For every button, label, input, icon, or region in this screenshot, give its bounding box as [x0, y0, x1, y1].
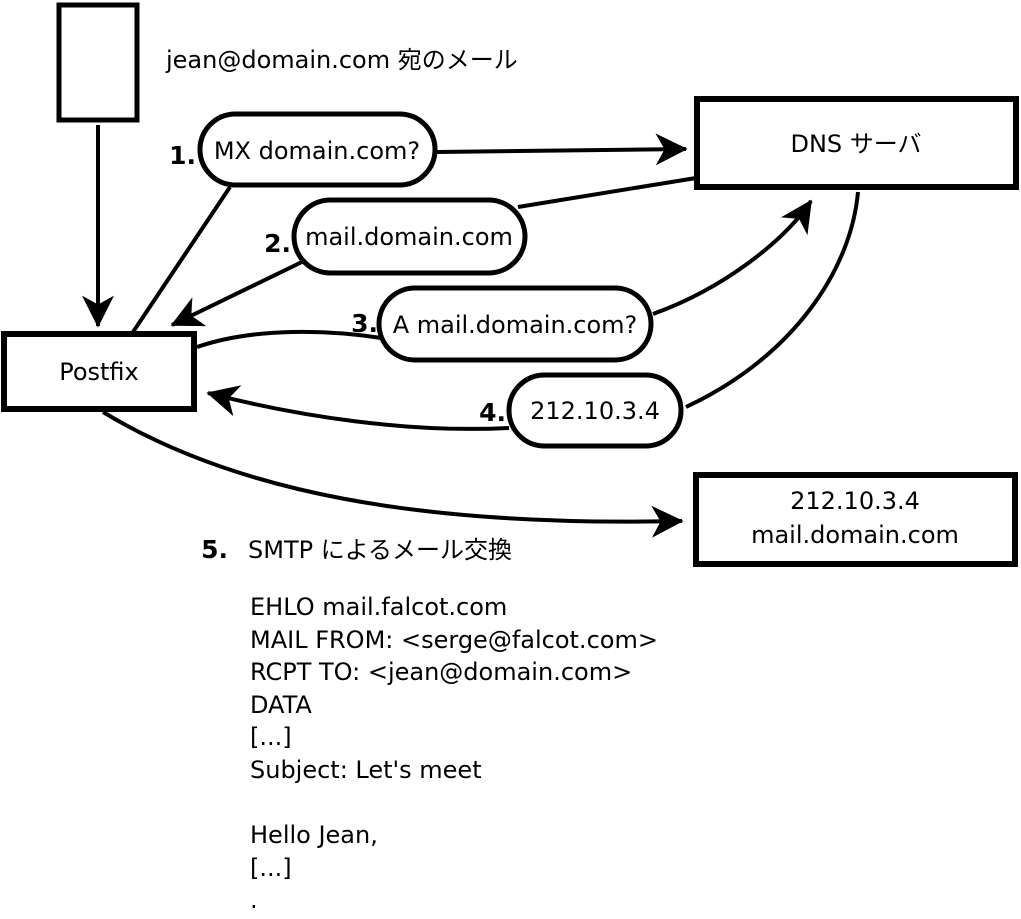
query3-pill [376, 285, 654, 363]
smtp-line: [...] [250, 854, 292, 882]
smtp-line: [...] [250, 723, 292, 751]
query1-label: MX domain.com? [214, 137, 420, 165]
smtp-session-block: EHLO mail.falcot.com MAIL FROM: <serge@f… [250, 593, 658, 914]
mailserver-host-label: mail.domain.com [751, 521, 959, 549]
arrow-query1-to-dns [436, 133, 688, 166]
query3-label: A mail.domain.com? [393, 311, 638, 339]
smtp-line: DATA [250, 691, 312, 719]
response2-label: mail.domain.com [305, 223, 513, 251]
dns-server-node [694, 96, 1019, 190]
postfix-label: Postfix [59, 358, 139, 386]
smtp-line: Subject: Let's meet [250, 756, 482, 784]
mail-envelope-node [56, 2, 140, 123]
edge-postfix-to-query1 [131, 185, 232, 334]
smtp-line: RCPT TO: <jean@domain.com> [250, 658, 632, 686]
edge-dns-to-response4 [685, 191, 860, 409]
response4-pill [506, 372, 684, 449]
arrow-smtp-to-mailserver [101, 410, 684, 538]
arrow-response2-to-postfix [170, 259, 305, 327]
mailserver-ip-label: 212.10.3.4 [790, 487, 920, 515]
step5-label: SMTP によるメール交換 [248, 536, 512, 564]
response4-label: 212.10.3.4 [530, 397, 660, 425]
smtp-line: MAIL FROM: <serge@falcot.com> [250, 626, 658, 654]
query1-pill [197, 111, 438, 188]
step3-number: 3. [351, 309, 378, 338]
dns-server-label: DNS サーバ [790, 130, 921, 158]
arrow-response4-to-postfix [206, 385, 510, 431]
smtp-line: Hello Jean, [250, 821, 378, 849]
diagram-title: jean@domain.com 宛のメール [165, 46, 518, 74]
mailserver-node [693, 472, 1018, 567]
step2-number: 2. [264, 229, 291, 258]
postfix-node [1, 331, 197, 412]
smtp-line: EHLO mail.falcot.com [250, 593, 507, 621]
smtp-line: . [250, 886, 258, 914]
step1-number: 1. [169, 141, 196, 170]
edge-postfix-to-query3 [196, 329, 382, 349]
step5-number: 5. [201, 535, 228, 564]
edge-dns-to-response2 [517, 176, 697, 209]
step4-number: 4. [479, 398, 506, 427]
response2-pill [291, 197, 528, 276]
arrow-query3-to-dns [652, 199, 813, 316]
